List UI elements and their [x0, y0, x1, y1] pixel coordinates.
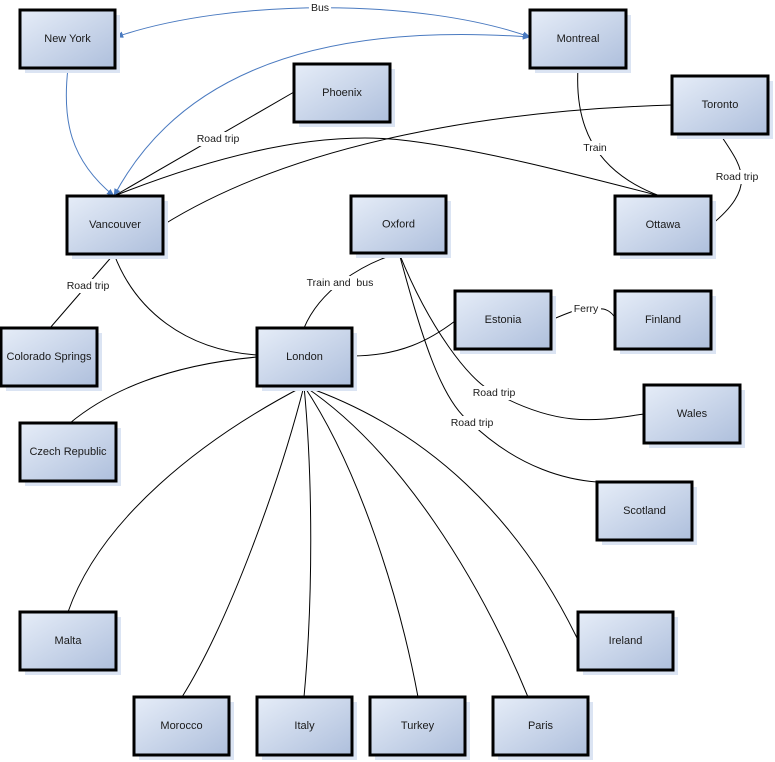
node-box[interactable]: [491, 695, 590, 757]
node-phoenix[interactable]: Phoenix: [292, 62, 395, 127]
node-box[interactable]: [292, 62, 392, 124]
node-label: Vancouver: [89, 219, 141, 231]
node-new-york[interactable]: New York: [18, 8, 120, 73]
node-box[interactable]: [18, 421, 118, 483]
node-ireland[interactable]: Ireland: [576, 610, 678, 675]
edge-montreal-ottawa: [577, 67, 661, 197]
node-label: New York: [44, 33, 91, 45]
edge-vancouver-montreal: [113, 33, 531, 197]
node-label: Czech Republic: [29, 446, 107, 458]
node-box[interactable]: [65, 194, 165, 256]
node-estonia[interactable]: Estonia: [453, 289, 556, 354]
node-scotland[interactable]: Scotland: [595, 480, 697, 545]
edge-label-london-oxford: Train and bus: [307, 277, 374, 289]
edge-label-bg: [64, 279, 112, 293]
node-label: Turkey: [401, 720, 435, 732]
node-toronto[interactable]: Toronto: [670, 74, 773, 139]
edge-label-bg: [470, 386, 518, 400]
node-box[interactable]: [576, 610, 675, 672]
node-ottawa[interactable]: Ottawa: [613, 194, 716, 259]
edge-label-bg: [713, 170, 761, 184]
node-label: Wales: [677, 408, 708, 420]
node-box[interactable]: [18, 610, 118, 672]
node-czech-republic[interactable]: Czech Republic: [18, 421, 121, 486]
node-oxford[interactable]: Oxford: [349, 194, 451, 258]
edge-label-bg: [304, 276, 376, 290]
node-montreal[interactable]: Montreal: [528, 8, 631, 73]
edge-label-bg: [308, 1, 332, 15]
edge-label-bg: [448, 416, 496, 430]
node-box[interactable]: [132, 695, 231, 757]
edge-oxford-scotland: [398, 252, 598, 483]
node-box[interactable]: [349, 194, 448, 255]
node-box[interactable]: [368, 695, 467, 757]
node-label: Ottawa: [646, 219, 682, 231]
edge-vancouver-toronto: [162, 104, 673, 226]
edge-label-estonia-finland: Ferry: [574, 303, 599, 315]
node-italy[interactable]: Italy: [255, 695, 357, 760]
node-label: Ireland: [609, 635, 643, 647]
node-box[interactable]: [255, 326, 354, 388]
node-colorado-springs[interactable]: Colorado Springs: [0, 326, 102, 391]
edge-label-bg: [194, 132, 242, 146]
edge-london-paris: [303, 385, 529, 698]
edge-label-vancouver-colorado: Road trip: [67, 280, 110, 292]
node-london[interactable]: London: [255, 326, 357, 391]
node-label: Phoenix: [322, 87, 362, 99]
node-wales[interactable]: Wales: [642, 383, 745, 448]
node-label: Oxford: [382, 219, 415, 231]
edge-newyork-vancouver: [65, 67, 115, 197]
node-malta[interactable]: Malta: [18, 610, 121, 675]
node-box[interactable]: [642, 383, 742, 445]
edge-london-morocco: [181, 385, 305, 698]
node-label: Paris: [528, 720, 554, 732]
node-label: Finland: [645, 314, 681, 326]
node-box[interactable]: [528, 8, 628, 70]
edge-label-oxford-scotland: Road trip: [451, 417, 494, 429]
node-finland[interactable]: Finland: [613, 289, 716, 354]
edge-label-montreal-newyork: Bus: [311, 2, 329, 14]
edge-london-estonia: [351, 320, 456, 357]
node-morocco[interactable]: Morocco: [132, 695, 234, 760]
edge-label-vancouver-phoenix: Road trip: [197, 133, 240, 145]
node-label: Toronto: [702, 99, 739, 111]
node-box[interactable]: [18, 8, 117, 70]
edge-label-oxford-wales: Road trip: [473, 387, 516, 399]
edge-label-bg: [581, 141, 609, 155]
edge-london-malta: [67, 385, 305, 613]
edge-london-italy: [303, 385, 312, 698]
node-box[interactable]: [255, 695, 354, 757]
edge-london-ireland: [303, 385, 579, 641]
node-label: Colorado Springs: [7, 351, 92, 363]
node-label: Italy: [294, 720, 315, 732]
node-box[interactable]: [0, 326, 99, 388]
edge-london-oxford: [303, 252, 399, 329]
node-label: Estonia: [485, 314, 523, 326]
edge-london-turkey: [303, 385, 419, 698]
node-label: Scotland: [623, 505, 666, 517]
node-box[interactable]: [613, 289, 713, 351]
node-turkey[interactable]: Turkey: [368, 695, 470, 760]
edge-label-bg: [571, 302, 601, 316]
node-vancouver[interactable]: Vancouver: [65, 194, 168, 259]
node-box[interactable]: [595, 480, 694, 542]
node-box[interactable]: [453, 289, 553, 351]
edge-vancouver-london: [113, 253, 258, 356]
node-box[interactable]: [670, 74, 770, 136]
edge-vancouver-ottawa: [113, 137, 661, 197]
node-paris[interactable]: Paris: [491, 695, 593, 760]
node-label: Montreal: [557, 33, 600, 45]
node-label: Malta: [55, 635, 83, 647]
node-label: London: [286, 351, 323, 363]
node-box[interactable]: [613, 194, 713, 256]
node-label: Morocco: [160, 720, 202, 732]
edge-label-montreal-ottawa: Train: [583, 142, 607, 154]
edge-london-czech: [69, 356, 258, 424]
edge-label-toronto-ottawa: Road trip: [716, 171, 759, 183]
